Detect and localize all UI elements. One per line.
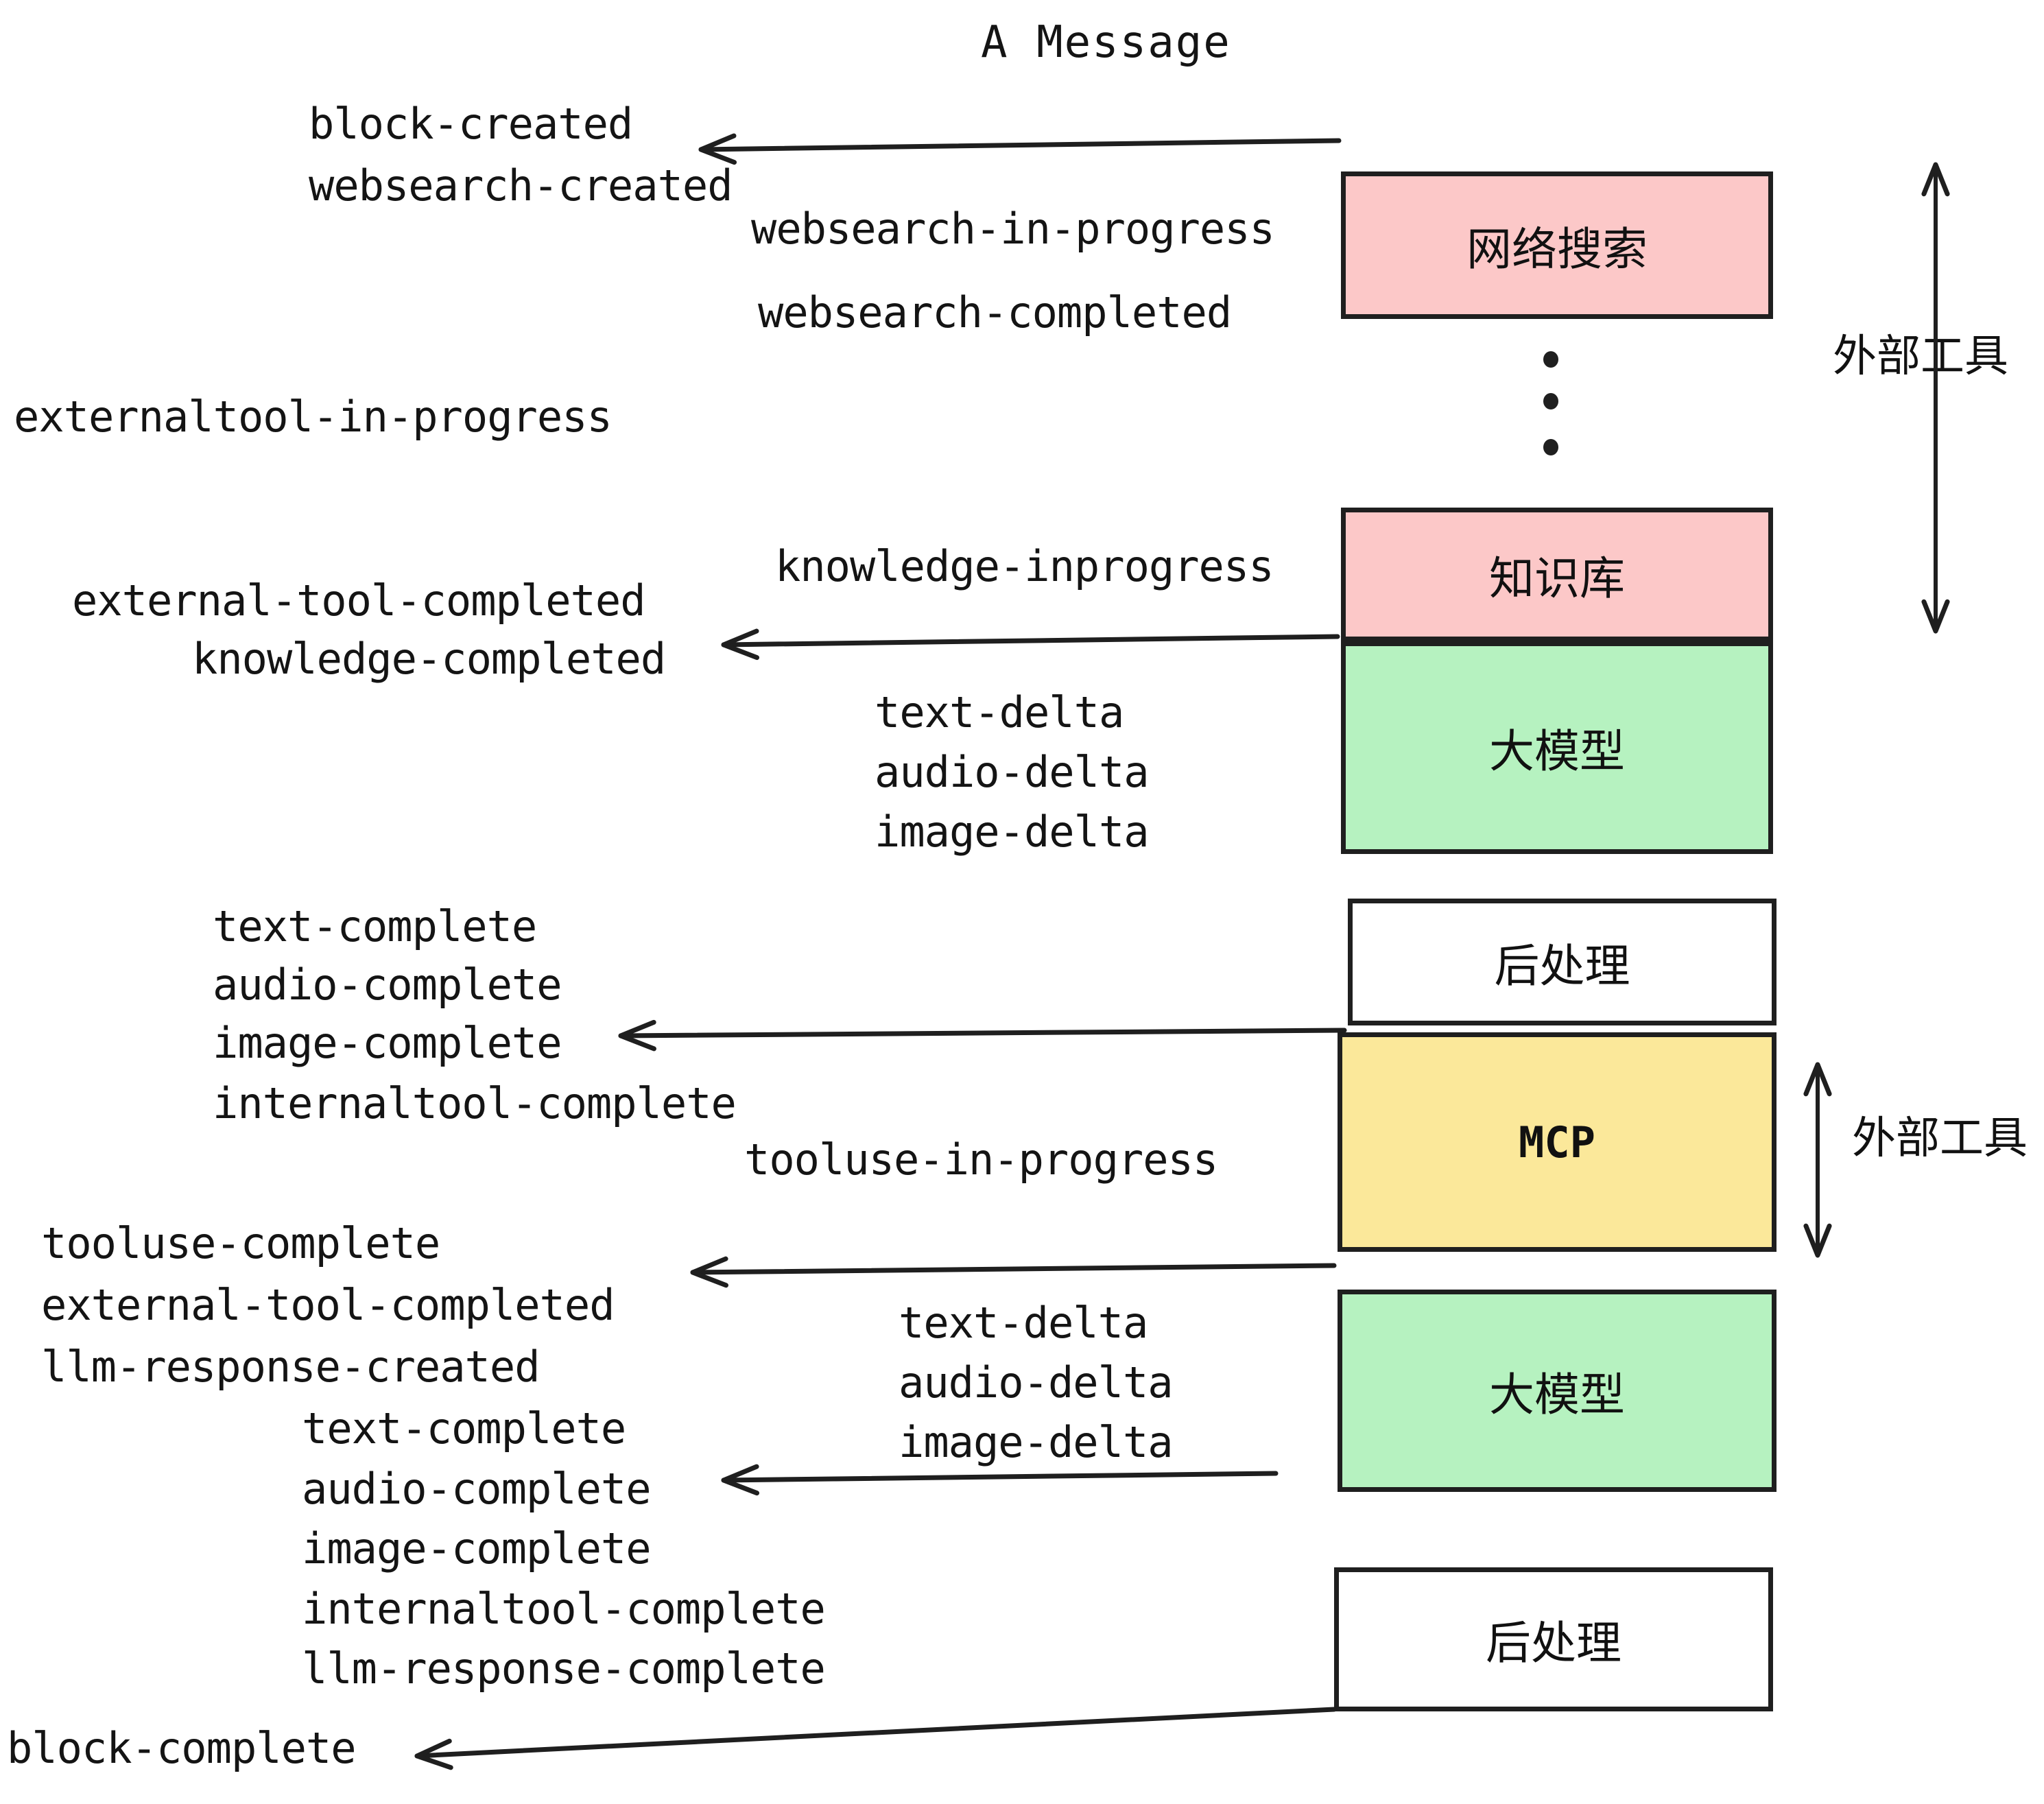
box-post-bottom: 后处理 [1334,1567,1773,1711]
external-tools-top-arrow-head-up [1921,162,1950,197]
box-label: 网络搜索 [1466,222,1648,276]
event-label: audio-complete [213,960,562,1010]
event-label: text-complete [213,901,537,951]
event-label: llm-response-complete [302,1643,826,1694]
event-label: text-complete [302,1403,626,1453]
knowledge-done-arrow-head [721,628,760,661]
event-label: knowledge-inprogress [775,541,1274,591]
audio-complete-arrow-shaft [721,1471,1279,1483]
event-label: externaltool-in-progress [14,392,613,442]
event-label: websearch-completed [758,287,1232,337]
audio-complete-arrow-head [721,1464,760,1496]
box-label: 后处理 [1494,939,1630,993]
box-llm-top: 大模型 [1341,641,1773,854]
box-label: 后处理 [1486,1617,1621,1670]
event-label: audio-complete [302,1464,652,1514]
event-label: block-complete [7,1723,357,1773]
event-label: websearch-in-progress [751,204,1275,254]
block-complete-arrow-head [414,1738,453,1770]
box-mcp: MCP [1338,1032,1776,1252]
box-label: 大模型 [1489,1368,1625,1421]
event-label: image-delta [875,807,1150,857]
page-title: A Message [981,17,1231,68]
box-label: 大模型 [1489,725,1625,778]
side-annotation-external-tools-bottom: 外部工具 [1852,1113,2028,1164]
knowledge-done-arrow-shaft [721,634,1340,648]
box-post-top: 后处理 [1348,899,1776,1025]
ellipsis-dot-icon [1543,393,1558,410]
block-created-arrow-shaft [698,138,1342,152]
box-label: 知识库 [1489,551,1625,605]
side-annotation-external-tools-top: 外部工具 [1833,331,2008,382]
event-label: internaltool-complete [302,1584,826,1634]
event-label: text-delta [875,687,1124,737]
event-label: tooluse-in-progress [744,1135,1218,1185]
box-label: MCP [1519,1117,1595,1167]
event-label: text-delta [899,1298,1148,1348]
image-complete-arrow-head [618,1019,656,1052]
event-label: internaltool-complete [213,1078,737,1128]
event-label: audio-delta [875,747,1150,797]
event-label: image-complete [302,1523,652,1574]
event-label: image-delta [899,1417,1174,1467]
box-llm-bottom: 大模型 [1338,1290,1776,1492]
event-label: audio-delta [899,1357,1174,1408]
event-label: knowledge-completed [192,634,666,684]
event-label: tooluse-complete [41,1218,440,1268]
external-tools-top-arrow-head-down [1921,599,1950,634]
ellipsis-dot-icon [1543,351,1558,368]
block-created-arrow-head [698,133,737,165]
event-label: external-tool-completed [41,1280,615,1330]
event-label: image-complete [213,1018,562,1068]
tooluse-done-arrow-head [690,1256,728,1288]
event-label: external-tool-completed [72,575,646,626]
event-label: block-created [309,99,633,149]
box-knowledge: 知识库 [1341,508,1773,641]
ellipsis-dot-icon [1543,439,1558,455]
external-tools-bottom-arrow-head-up [1803,1062,1832,1097]
external-tools-bottom-arrow-head-down [1803,1223,1832,1258]
tooluse-done-arrow-shaft [690,1263,1337,1275]
event-label: websearch-created [309,161,733,211]
event-label: llm-response-created [41,1342,540,1392]
box-websearch: 网络搜索 [1341,171,1773,319]
block-complete-arrow-shaft [414,1707,1337,1759]
image-complete-arrow-shaft [618,1028,1347,1039]
